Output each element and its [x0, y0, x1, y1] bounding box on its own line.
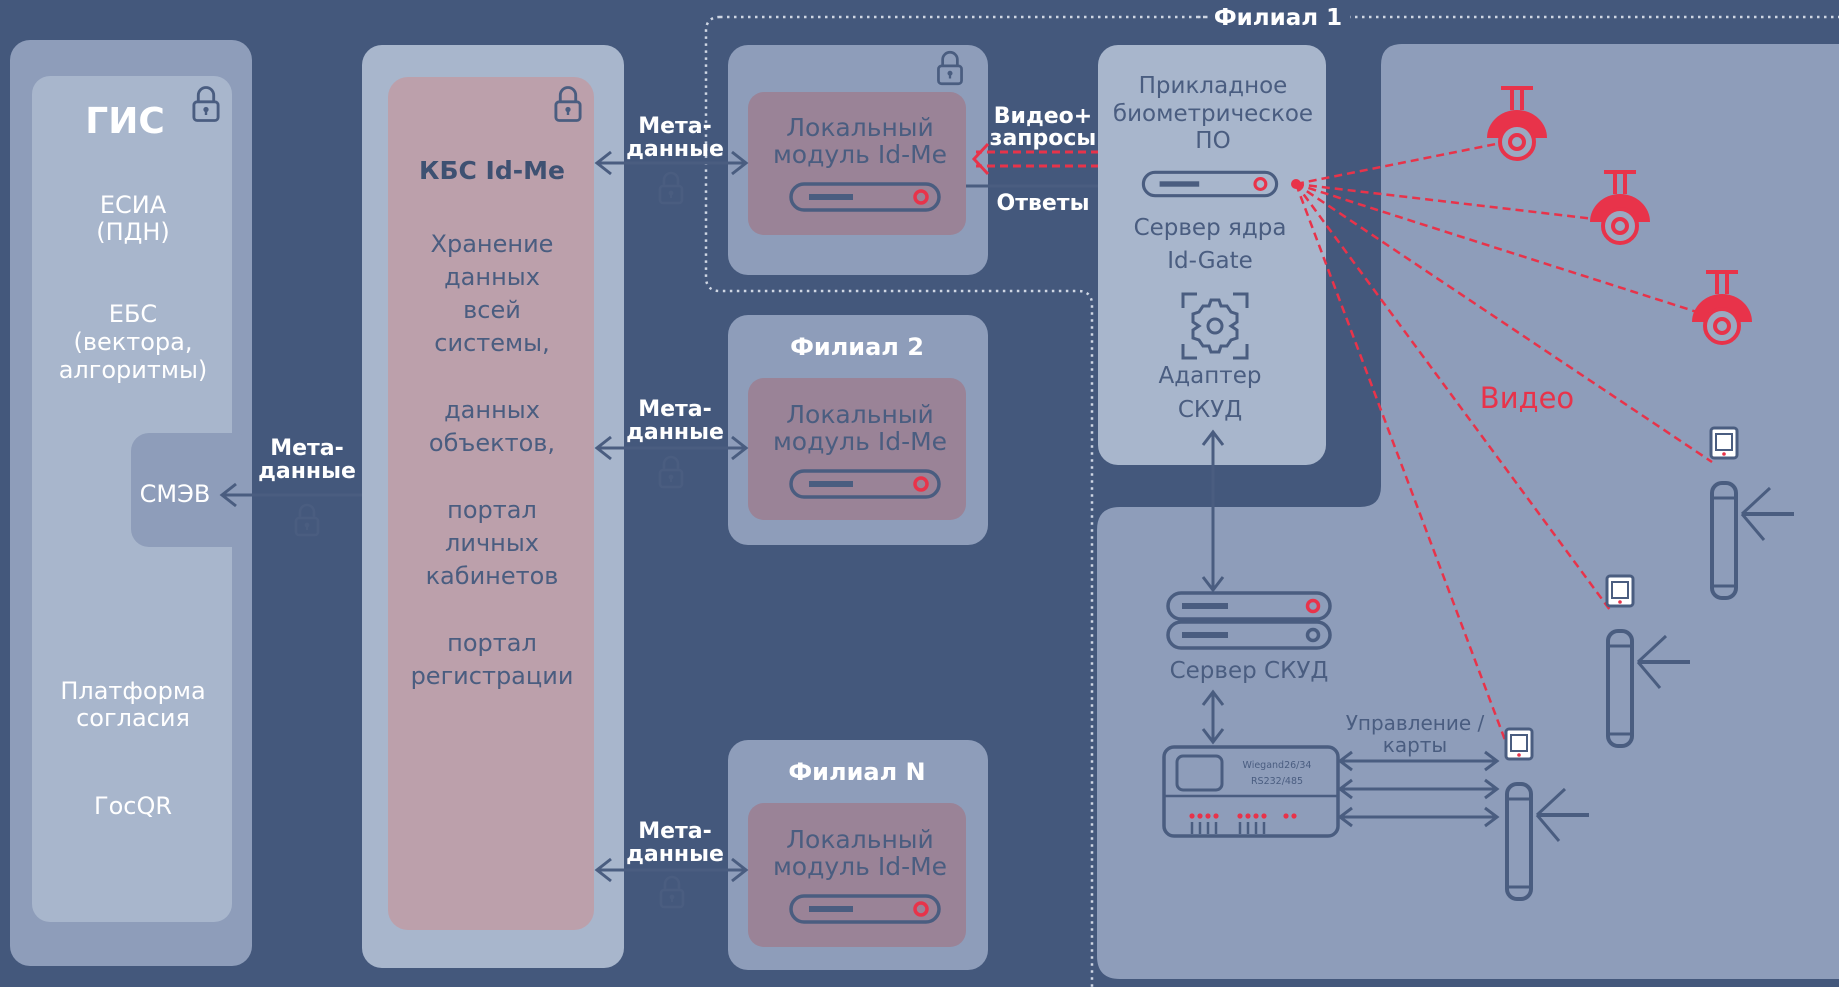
skud-controller-icon: [1162, 745, 1340, 838]
branchN-meta-lock-icon: [659, 875, 685, 909]
meta-label-branch1-line2: данные: [626, 137, 724, 162]
control-label-line1: Управление /: [1346, 711, 1485, 735]
branch1-module-line1: Локальный: [786, 113, 934, 142]
branch2-module: [748, 378, 966, 520]
controller-line1: Wiegand26/34: [1243, 760, 1312, 771]
requests-label-line1: Видео+: [994, 104, 1092, 129]
gis-item-consent-line1: Платформа: [60, 677, 205, 705]
video-label: Видео: [1480, 381, 1574, 415]
adapter-line1: Адаптер: [1159, 363, 1262, 389]
branch2-title: Филиал 2: [790, 333, 924, 361]
kbs-line: регистрации: [411, 662, 574, 690]
branch1-module-line2: модуль Id-Me: [773, 140, 947, 169]
control-arrows: [1337, 750, 1500, 828]
meta-label-branchN-line1: Мета-: [638, 819, 712, 844]
kbs-line: объектов,: [429, 429, 555, 457]
kbs-line: данных: [444, 396, 540, 424]
kbs-branch1-arrow: [594, 150, 749, 176]
video-ray-origin: [1291, 179, 1301, 189]
core-server-line1: Сервер ядра: [1134, 215, 1287, 241]
smev-box: [131, 433, 252, 547]
smev-label: СМЭВ: [140, 480, 211, 508]
branchN-module-line2: модуль Id-Me: [773, 852, 947, 881]
kbs-line: кабинетов: [426, 562, 559, 590]
gis-item-esia-line2: (ПДН): [96, 218, 170, 246]
adapter-gear-icon: [1181, 292, 1249, 360]
gis-item-esia-line1: ЕСИА: [100, 191, 167, 219]
software-line2: биометрическое: [1113, 101, 1313, 127]
meta-label-branch2-line2: данные: [626, 420, 724, 445]
kbs-title: КБС Id-Me: [419, 156, 565, 185]
kbs-branchN-arrow: [594, 857, 749, 883]
requests-label-line2: запросы: [990, 126, 1097, 151]
branch2-module-line2: модуль Id-Me: [773, 427, 947, 456]
kbs-branch2-arrow: [594, 435, 749, 461]
controller-line2: RS232/485: [1251, 776, 1303, 787]
kbs-line: всей: [463, 296, 521, 324]
branch1-title: Филиал 1: [1214, 5, 1342, 31]
adapter-skud-arrow: [1201, 429, 1225, 593]
skud-server-label: Сервер СКУД: [1170, 658, 1329, 684]
software-line3: ПО: [1195, 128, 1230, 154]
core-server-line2: Id-Gate: [1167, 248, 1253, 274]
gis-title: ГИС: [85, 101, 165, 142]
video-rays: [1294, 138, 1723, 749]
smev-lock-icon: [294, 503, 320, 537]
branchN-module-line1: Локальный: [786, 825, 934, 854]
core-software-panel: [1098, 45, 1326, 465]
branch1-meta-lock-icon: [658, 171, 684, 205]
control-label-line2: карты: [1383, 733, 1447, 757]
kbs-line: системы,: [434, 329, 549, 357]
branch1-module: [748, 92, 966, 235]
requests-arrowhead: [971, 142, 990, 176]
kbs-line: портал: [447, 496, 537, 524]
branch2-meta-lock-icon: [658, 455, 684, 489]
answers-label: Ответы: [997, 191, 1090, 216]
gis-item-ebs-line2: (вектора,: [73, 328, 192, 356]
meta-label-branch2-line1: Мета-: [638, 397, 712, 422]
meta-label-branch1-line1: Мета-: [638, 114, 712, 139]
branch2-module-line1: Локальный: [786, 400, 934, 429]
gis-item-ebs-line3: алгоритмы): [59, 356, 208, 384]
branch1-title-bg: [1208, 0, 1350, 32]
kbs-line: Хранение: [431, 230, 554, 258]
adapter-line2: СКУД: [1178, 397, 1242, 423]
skud-server-icon: [1166, 591, 1332, 650]
kbs-line: данных: [444, 263, 540, 291]
skud-controller-arrow: [1201, 689, 1225, 745]
meta-label-smev-line2: данные: [258, 459, 356, 484]
gis-item-consent-line2: согласия: [76, 704, 190, 732]
meta-label-branchN-line2: данные: [626, 842, 724, 867]
kbs-description: Хранение данных всей системы, данных объ…: [411, 230, 574, 690]
branchN-module: [748, 803, 966, 947]
kbs-panel: [388, 77, 594, 930]
software-line1: Прикладное: [1139, 73, 1288, 99]
gis-item-ebs-line1: ЕБС: [109, 300, 157, 328]
branchN-title: Филиал N: [788, 758, 925, 786]
kbs-line: портал: [447, 629, 537, 657]
gis-item-gosqr: ГосQR: [94, 792, 172, 820]
meta-label-smev-line1: Мета-: [270, 436, 344, 461]
kbs-line: личных: [445, 529, 539, 557]
